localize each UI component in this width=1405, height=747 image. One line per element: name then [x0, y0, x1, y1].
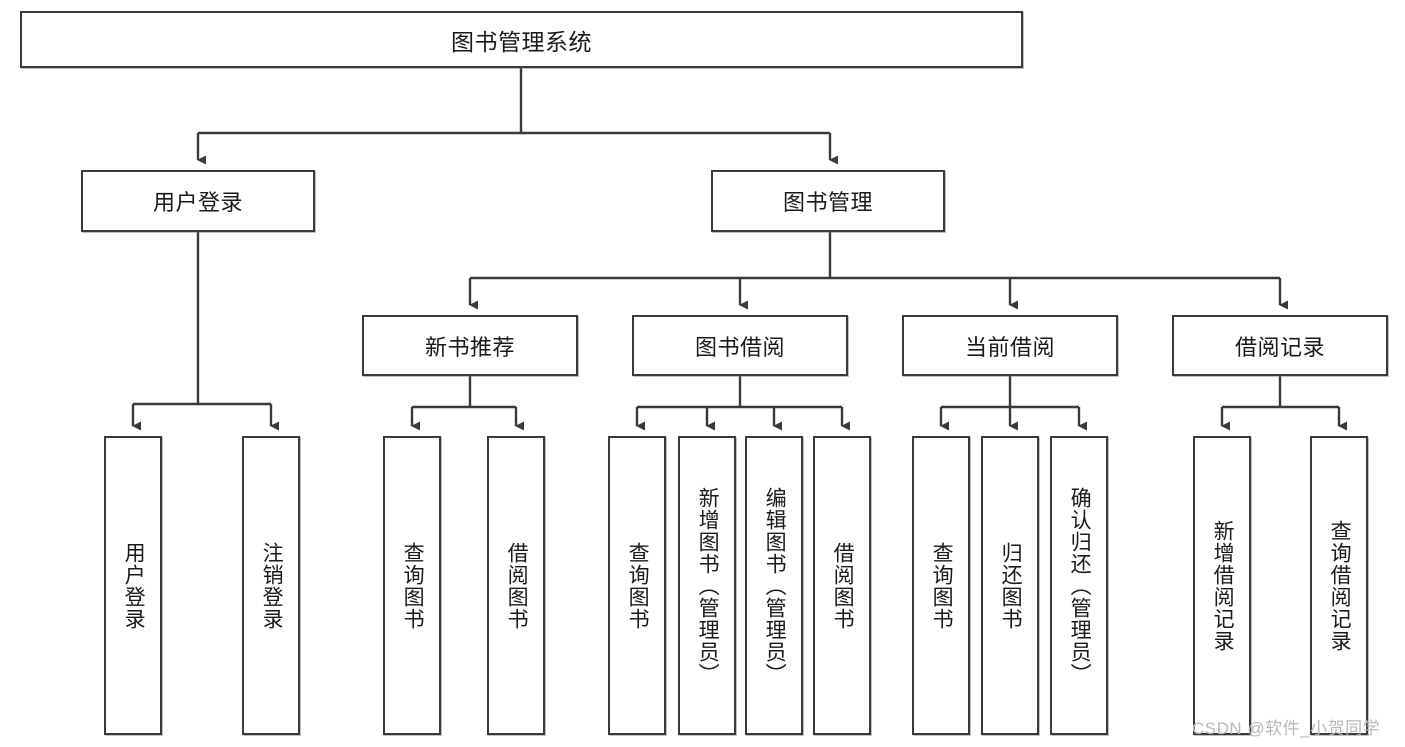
node-book-management[interactable]: 图书管理 — [711, 170, 945, 232]
node-current-borrow[interactable]: 当前借阅 — [902, 315, 1118, 376]
leaf-current-return-book[interactable]: 归还图书 — [981, 436, 1039, 735]
leaf-user-login-login[interactable]: 用户登录 — [104, 436, 162, 735]
node-label: 查询图书 — [401, 541, 425, 630]
node-borrow-record[interactable]: 借阅记录 — [1172, 315, 1388, 376]
node-user-login[interactable]: 用户登录 — [81, 170, 315, 232]
leaf-borrow-add-book-admin[interactable]: 新增图书（管理员） — [678, 436, 736, 735]
node-label: 借阅图书 — [505, 541, 529, 630]
node-label: 新增图书（管理员） — [696, 486, 720, 685]
node-label: 用户登录 — [122, 541, 146, 630]
leaf-borrow-query-book[interactable]: 查询图书 — [608, 436, 666, 735]
node-label: 归还图书 — [999, 541, 1023, 630]
leaf-user-login-logout[interactable]: 注销登录 — [242, 436, 300, 735]
leaf-borrow-borrow-book[interactable]: 借阅图书 — [813, 436, 871, 735]
leaf-current-query-book[interactable]: 查询图书 — [912, 436, 970, 735]
node-label: 图书管理系统 — [451, 28, 592, 55]
leaf-record-add-record[interactable]: 新增借阅记录 — [1193, 436, 1251, 735]
leaf-record-query-record[interactable]: 查询借阅记录 — [1310, 436, 1368, 735]
node-book-borrow[interactable]: 图书借阅 — [632, 315, 848, 376]
node-label: 图书借阅 — [694, 334, 785, 360]
node-label: 确认归还（管理员） — [1068, 486, 1092, 685]
leaf-recommend-borrow-book[interactable]: 借阅图书 — [487, 436, 545, 735]
node-label: 查询借阅记录 — [1328, 519, 1352, 652]
node-label: 当前借阅 — [964, 334, 1055, 360]
node-label: 新书推荐 — [424, 334, 515, 360]
leaf-current-confirm-return-admin[interactable]: 确认归还（管理员） — [1050, 436, 1108, 735]
leaf-recommend-query-book[interactable]: 查询图书 — [383, 436, 441, 735]
node-label: 借阅记录 — [1234, 334, 1325, 360]
node-label: 查询图书 — [626, 541, 650, 630]
leaf-borrow-edit-book-admin[interactable]: 编辑图书（管理员） — [745, 436, 803, 735]
node-label: 编辑图书（管理员） — [763, 486, 787, 685]
node-label: 查询图书 — [930, 541, 954, 630]
node-new-book-recommend[interactable]: 新书推荐 — [362, 315, 578, 376]
node-root-library-system[interactable]: 图书管理系统 — [20, 11, 1023, 68]
node-label: 注销登录 — [260, 541, 284, 630]
csdn-watermark: CSDN @软件_小贺同学 — [1192, 719, 1381, 738]
node-label: 借阅图书 — [831, 541, 855, 630]
node-label: 图书管理 — [782, 190, 873, 215]
node-label: 新增借阅记录 — [1211, 519, 1235, 652]
node-label: 用户登录 — [152, 190, 243, 215]
